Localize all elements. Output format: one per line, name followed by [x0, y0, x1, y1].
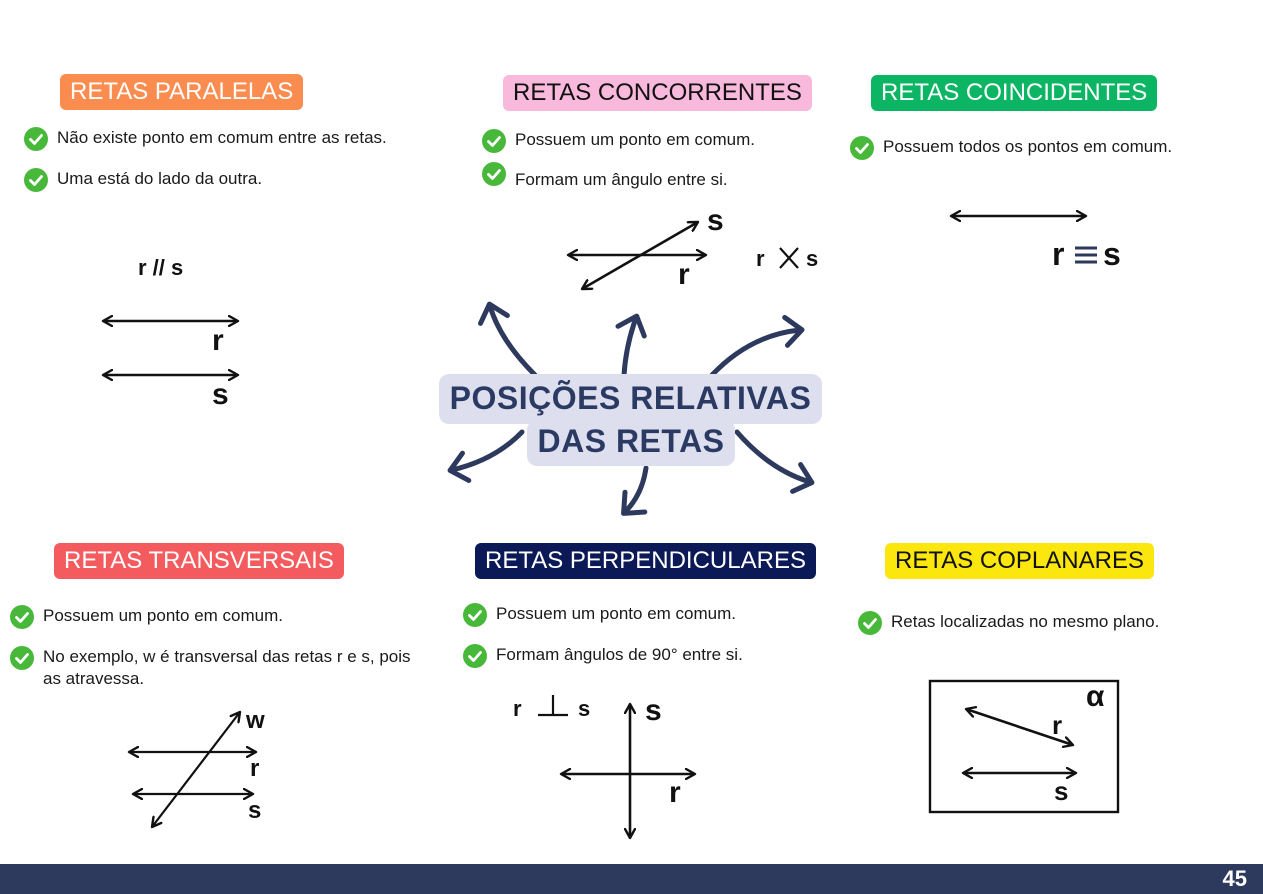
list-item: Formam um ângulo entre si.: [482, 162, 822, 191]
line-label-s: s: [1054, 776, 1069, 806]
line-w: [152, 712, 240, 827]
check-circle-icon: [463, 644, 487, 668]
list-item: Possuem um ponto em comum.: [463, 603, 823, 627]
check-circle-icon: [482, 162, 506, 186]
bullet-text: Possuem um ponto em comum.: [496, 604, 736, 623]
label-retas-concorrentes: RETAS CONCORRENTES: [503, 75, 812, 111]
coincident-lines-diagram: [951, 216, 1097, 264]
check-circle-icon: [482, 129, 506, 153]
arrow-to-paralelas: [478, 301, 538, 378]
line-label-r: r: [669, 776, 681, 809]
identical-symbol-icon: [1075, 246, 1097, 264]
line-label-r: r: [1052, 710, 1063, 740]
bullet-text: Não existe ponto em comum entre as retas…: [57, 128, 387, 147]
perpendicular-lines-diagram: [538, 695, 695, 838]
check-circle-icon: [10, 646, 34, 670]
line-label-w: w: [246, 707, 265, 734]
label-retas-transversais: RETAS TRANSVERSAIS: [54, 543, 344, 579]
arrow-to-perpendiculares: [621, 465, 649, 516]
notation-coincident-s: s: [1103, 236, 1121, 272]
line-label-r: r: [678, 258, 690, 291]
plane-label-alpha: α: [1086, 680, 1105, 713]
label-retas-paralelas: RETAS PARALELAS: [60, 74, 304, 110]
label-retas-perpendiculares: RETAS PERPENDICULARES: [475, 543, 816, 579]
label-retas-coincidentes: RETAS COINCIDENTES: [871, 75, 1158, 111]
arrow-to-coincidentes: [709, 314, 805, 378]
arrow-to-transversais: [447, 429, 525, 483]
center-title-bg-top: [439, 374, 822, 424]
cross-symbol-icon: [779, 247, 799, 269]
line-label-r: r: [250, 755, 260, 782]
list-item: Possuem um ponto em comum.: [482, 129, 822, 153]
bullet-text: Possuem todos os pontos em comum.: [883, 137, 1173, 156]
check-circle-icon: [463, 603, 487, 627]
center-title-bg-bottom: [527, 420, 735, 466]
bullet-text: Formam um ângulo entre si.: [515, 170, 728, 189]
label-retas-coplanares: RETAS COPLANARES: [885, 543, 1154, 579]
line-label-s: s: [645, 694, 662, 727]
arrow-to-concorrentes: [615, 313, 647, 378]
center-title-line1: POSIÇÕES RELATIVAS: [449, 380, 812, 416]
list-item: Uma está do lado da outra.: [24, 168, 444, 192]
notation-concurrent-r: r: [756, 246, 765, 271]
line-label-s: s: [212, 378, 229, 411]
list-item: Possuem todos os pontos em comum.: [850, 136, 1230, 160]
perpendicular-symbol-icon: [538, 695, 568, 717]
bullet-text: No exemplo, w é transversal das retas r …: [43, 647, 411, 688]
check-circle-icon: [24, 168, 48, 192]
bullet-text: Formam ângulos de 90° entre si.: [496, 645, 743, 664]
center-title-line2: DAS RETAS: [537, 423, 725, 459]
notation-parallel: r // s: [138, 255, 184, 280]
transversal-lines-diagram: [129, 712, 256, 827]
line-label-r: r: [212, 324, 224, 357]
list-item: Retas localizadas no mesmo plano.: [858, 611, 1238, 635]
bullet-text: Possuem um ponto em comum.: [43, 606, 283, 625]
notation-perpendicular-s: s: [578, 696, 591, 721]
list-item: Formam ângulos de 90° entre si.: [463, 644, 823, 668]
list-item: No exemplo, w é transversal das retas r …: [10, 646, 420, 690]
check-circle-icon: [858, 611, 882, 635]
list-item: Possuem um ponto em comum.: [10, 605, 430, 629]
notation-concurrent-s: s: [806, 246, 819, 271]
line-label-s: s: [248, 797, 262, 824]
notation-perpendicular-r: r: [513, 696, 522, 721]
arrow-to-coplanares: [734, 429, 815, 494]
bullet-text: Retas localizadas no mesmo plano.: [891, 612, 1160, 631]
bullet-text: Uma está do lado da outra.: [57, 169, 263, 188]
notation-coincident-r: r: [1052, 236, 1065, 272]
check-circle-icon: [24, 127, 48, 151]
page-number: 45: [1222, 866, 1247, 891]
line-label-s: s: [707, 204, 724, 237]
footer-bar: 45: [0, 864, 1263, 894]
check-circle-icon: [10, 605, 34, 629]
bullet-text: Possuem um ponto em comum.: [515, 130, 755, 149]
check-circle-icon: [850, 136, 874, 160]
list-item: Não existe ponto em comum entre as retas…: [24, 127, 444, 151]
